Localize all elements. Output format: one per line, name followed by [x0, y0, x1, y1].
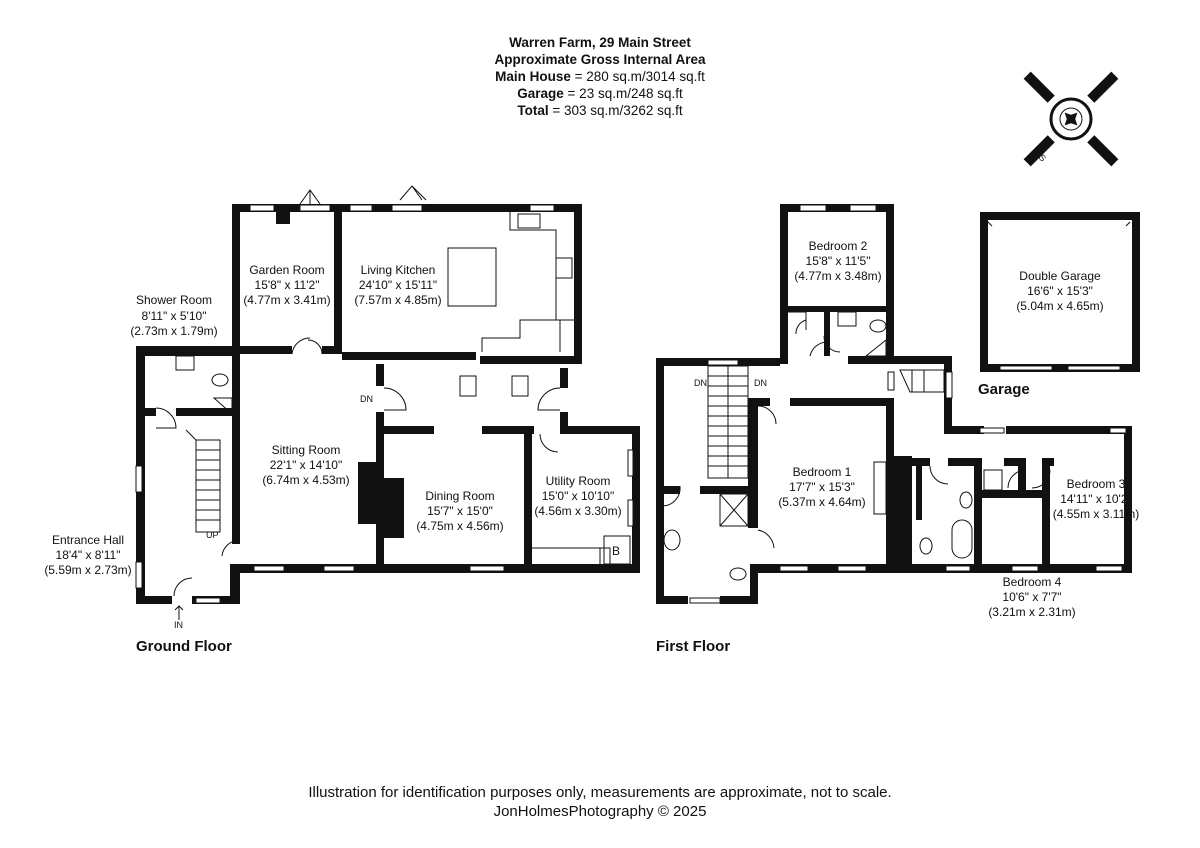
svg-text:Sitting Room: Sitting Room	[272, 443, 341, 457]
landing-down-mark-2: DN	[754, 378, 767, 388]
entrance-arrow-icon	[174, 605, 184, 620]
room-label-dining: Dining Room 15'7" x 15'0" (4.75m x 4.56m…	[416, 489, 503, 533]
ground-floor-label: Ground Floor	[136, 638, 232, 655]
svg-text:18'4" x 8'11": 18'4" x 8'11"	[56, 548, 121, 562]
copyright-text: JonHolmesPhotography © 2025	[493, 803, 707, 820]
svg-text:8'11" x 5'10": 8'11" x 5'10"	[142, 309, 207, 323]
svg-text:16'6" x 15'3": 16'6" x 15'3"	[1027, 284, 1093, 298]
svg-text:Bedroom 3: Bedroom 3	[1067, 477, 1126, 491]
svg-text:Garden Room: Garden Room	[249, 263, 324, 277]
svg-text:15'8" x 11'5": 15'8" x 11'5"	[806, 254, 871, 268]
compass-icon: N S	[1023, 71, 1119, 167]
room-label-kitchen: Living Kitchen 24'10" x 15'11" (7.57m x …	[354, 263, 441, 307]
room-label-hall: Entrance Hall 18'4" x 8'11" (5.59m x 2.7…	[44, 533, 131, 577]
room-label-bed1: Bedroom 1 17'7" x 15'3" (5.37m x 4.64m)	[778, 465, 865, 509]
svg-text:Bedroom 4: Bedroom 4	[1003, 575, 1062, 589]
svg-text:Utility Room: Utility Room	[546, 474, 611, 488]
first-floor-walls	[656, 204, 1132, 604]
svg-text:(4.77m x 3.41m): (4.77m x 3.41m)	[243, 293, 330, 307]
svg-text:22'1" x 14'10": 22'1" x 14'10"	[270, 458, 343, 472]
garage-label: Garage	[978, 381, 1030, 398]
floorplan-header: Warren Farm, 29 Main Street Approximate …	[350, 34, 850, 119]
entrance-mark: IN	[174, 620, 183, 630]
svg-text:(4.77m x 3.48m): (4.77m x 3.48m)	[794, 269, 881, 283]
total-area: Total = 303 sq.m/3262 sq.ft	[517, 103, 683, 118]
stairs-up-mark: UP	[206, 530, 219, 540]
svg-text:Bedroom 2: Bedroom 2	[809, 239, 868, 253]
svg-text:(7.57m x 4.85m): (7.57m x 4.85m)	[354, 293, 441, 307]
main-house-area: Main House = 280 sq.m/3014 sq.ft	[495, 69, 705, 84]
svg-text:15'0" x 10'10": 15'0" x 10'10"	[542, 489, 615, 503]
svg-text:15'8" x 11'2": 15'8" x 11'2"	[255, 278, 320, 292]
ground-floor-fittings	[135, 185, 634, 604]
compass-north: N	[1097, 84, 1109, 96]
svg-text:(4.56m x 3.30m): (4.56m x 3.30m)	[534, 504, 621, 518]
svg-text:14'11" x 10'2": 14'11" x 10'2"	[1060, 492, 1132, 506]
boiler-mark: B	[612, 544, 620, 558]
stairs-down-mark: DN	[360, 394, 373, 404]
room-label-garage: Double Garage 16'6" x 15'3" (5.04m x 4.6…	[1016, 269, 1103, 313]
floorplan-footer: Illustration for identification purposes…	[200, 783, 1000, 821]
room-label-bed2: Bedroom 2 15'8" x 11'5" (4.77m x 3.48m)	[794, 239, 881, 283]
garage-fittings	[987, 221, 1131, 371]
svg-text:15'7" x 15'0": 15'7" x 15'0"	[427, 504, 493, 518]
svg-text:17'7" x 15'3": 17'7" x 15'3"	[789, 480, 855, 494]
svg-text:(4.55m x 3.11m): (4.55m x 3.11m)	[1053, 507, 1139, 521]
svg-text:(3.21m x 2.31m): (3.21m x 2.31m)	[988, 605, 1075, 619]
first-floor-fittings	[661, 204, 1127, 604]
property-title: Warren Farm, 29 Main Street	[509, 35, 691, 50]
first-floor-label: First Floor	[656, 638, 730, 655]
svg-text:(2.73m x 1.79m): (2.73m x 1.79m)	[130, 324, 217, 338]
area-heading: Approximate Gross Internal Area	[494, 52, 706, 67]
garage-walls	[980, 212, 1140, 372]
svg-text:Double Garage: Double Garage	[1019, 269, 1101, 283]
room-label-shower: Shower Room 8'11" x 5'10" (2.73m x 1.79m…	[130, 293, 217, 338]
svg-text:(5.04m x 4.65m): (5.04m x 4.65m)	[1016, 299, 1103, 313]
room-label-bed4: Bedroom 4 10'6" x 7'7" (3.21m x 2.31m)	[988, 575, 1075, 619]
garage-area: Garage = 23 sq.m/248 sq.ft	[517, 86, 683, 101]
compass-south: S	[1037, 152, 1048, 163]
room-label-utility: Utility Room 15'0" x 10'10" (4.56m x 3.3…	[534, 474, 621, 518]
svg-text:Living Kitchen: Living Kitchen	[361, 263, 436, 277]
disclaimer-text: Illustration for identification purposes…	[308, 784, 892, 801]
room-label-garden: Garden Room 15'8" x 11'2" (4.77m x 3.41m…	[243, 263, 330, 307]
room-label-bed3: Bedroom 3 14'11" x 10'2" (4.55m x 3.11m)	[1053, 477, 1139, 521]
svg-text:10'6" x 7'7": 10'6" x 7'7"	[1002, 590, 1061, 604]
svg-text:24'10" x 15'11": 24'10" x 15'11"	[359, 278, 437, 292]
svg-text:Bedroom 1: Bedroom 1	[793, 465, 852, 479]
svg-text:(4.75m x 4.56m): (4.75m x 4.56m)	[416, 519, 503, 533]
svg-text:(5.37m x 4.64m): (5.37m x 4.64m)	[778, 495, 865, 509]
svg-text:Dining Room: Dining Room	[425, 489, 494, 503]
landing-down-mark-1: DN	[694, 378, 707, 388]
svg-text:(5.59m x 2.73m): (5.59m x 2.73m)	[44, 563, 131, 577]
svg-text:(6.74m x 4.53m): (6.74m x 4.53m)	[262, 473, 349, 487]
room-label-sitting: Sitting Room 22'1" x 14'10" (6.74m x 4.5…	[262, 443, 349, 487]
svg-text:Shower Room: Shower Room	[136, 293, 212, 307]
svg-text:Entrance Hall: Entrance Hall	[52, 533, 124, 547]
